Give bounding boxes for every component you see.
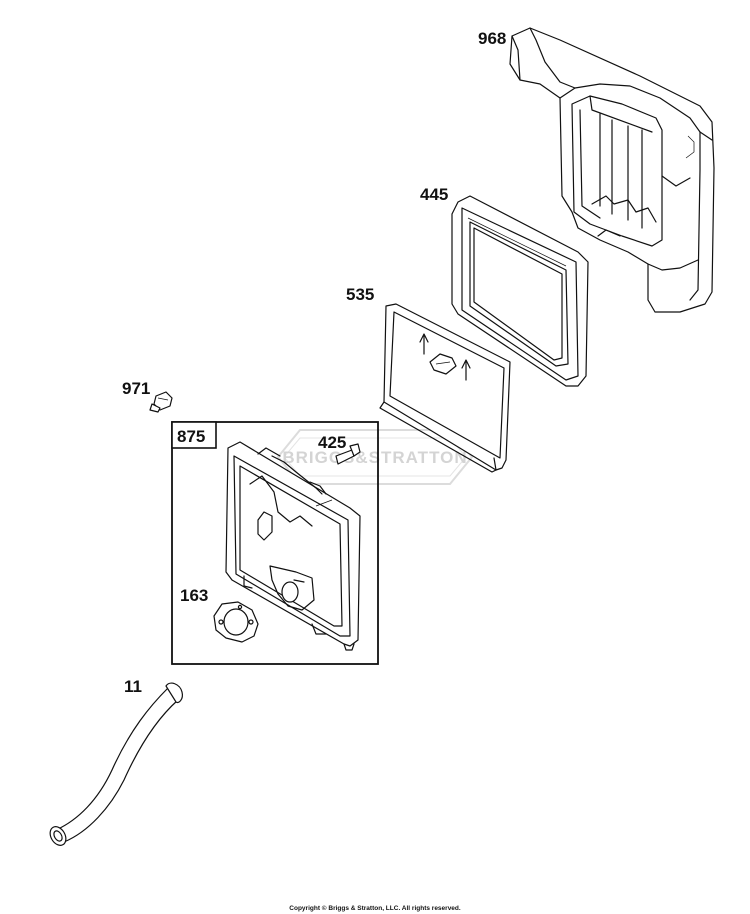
callout-971: 971: [122, 379, 150, 398]
callout-163: 163: [180, 586, 208, 605]
callout-968: 968: [478, 29, 506, 48]
part-11-hose: [49, 682, 183, 846]
part-971-screw: [149, 391, 173, 413]
part-875-kit-box: [171, 421, 379, 665]
callout-875: 875: [177, 427, 205, 446]
callout-11: 11: [124, 677, 142, 696]
part-163-gasket: [213, 601, 259, 643]
part-535-precleaner: [379, 303, 511, 473]
part-445-filter: [451, 195, 589, 387]
part-425-screw: [335, 443, 361, 465]
callout-425: 425: [318, 433, 346, 452]
copyright-text: Copyright © Briggs & Stratton, LLC. All …: [289, 904, 461, 912]
air-filter-base: [225, 441, 361, 651]
part-968-cover: [509, 27, 715, 313]
callout-535: 535: [346, 285, 374, 304]
callout-445: 445: [420, 185, 448, 204]
watermark-text: BRIGGS&STRATTON: [282, 448, 467, 467]
